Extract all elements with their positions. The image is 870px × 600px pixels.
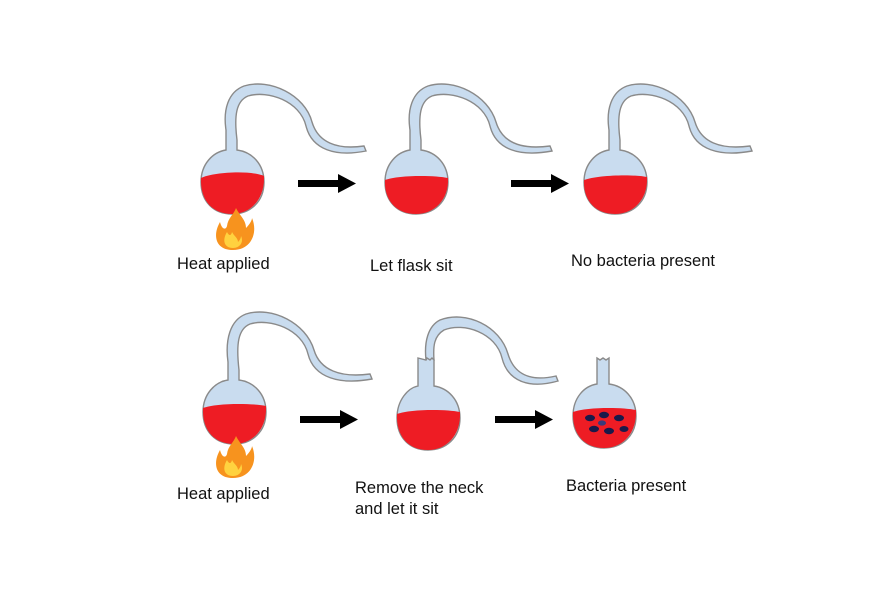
result-label-no-bacteria: No bacteria present [571,252,715,270]
step-label-line: Remove the neck [355,479,484,497]
step-label-heat-applied: Heat applied [177,255,270,273]
step-label-remove-neck: Remove the neck and let it sit [355,478,483,520]
step-label-let-sit: Let flask sit [370,257,453,275]
flask-icon [202,311,373,445]
flask-icon [572,356,637,449]
bacteria-icon [585,411,629,435]
arrow-right-icon [300,410,358,429]
flame-icon [216,436,255,478]
flame-icon [216,208,255,250]
flask-icon [396,316,559,451]
step-label-heat-applied: Heat applied [177,485,270,503]
flask-icon [583,83,753,215]
flask-icon [384,83,553,215]
arrow-right-icon [511,174,569,193]
flask-icon [200,83,367,215]
arrow-right-icon [298,174,356,193]
result-label-bacteria: Bacteria present [566,477,687,495]
step-label-line: and let it sit [355,500,439,518]
arrow-right-icon [495,410,553,429]
